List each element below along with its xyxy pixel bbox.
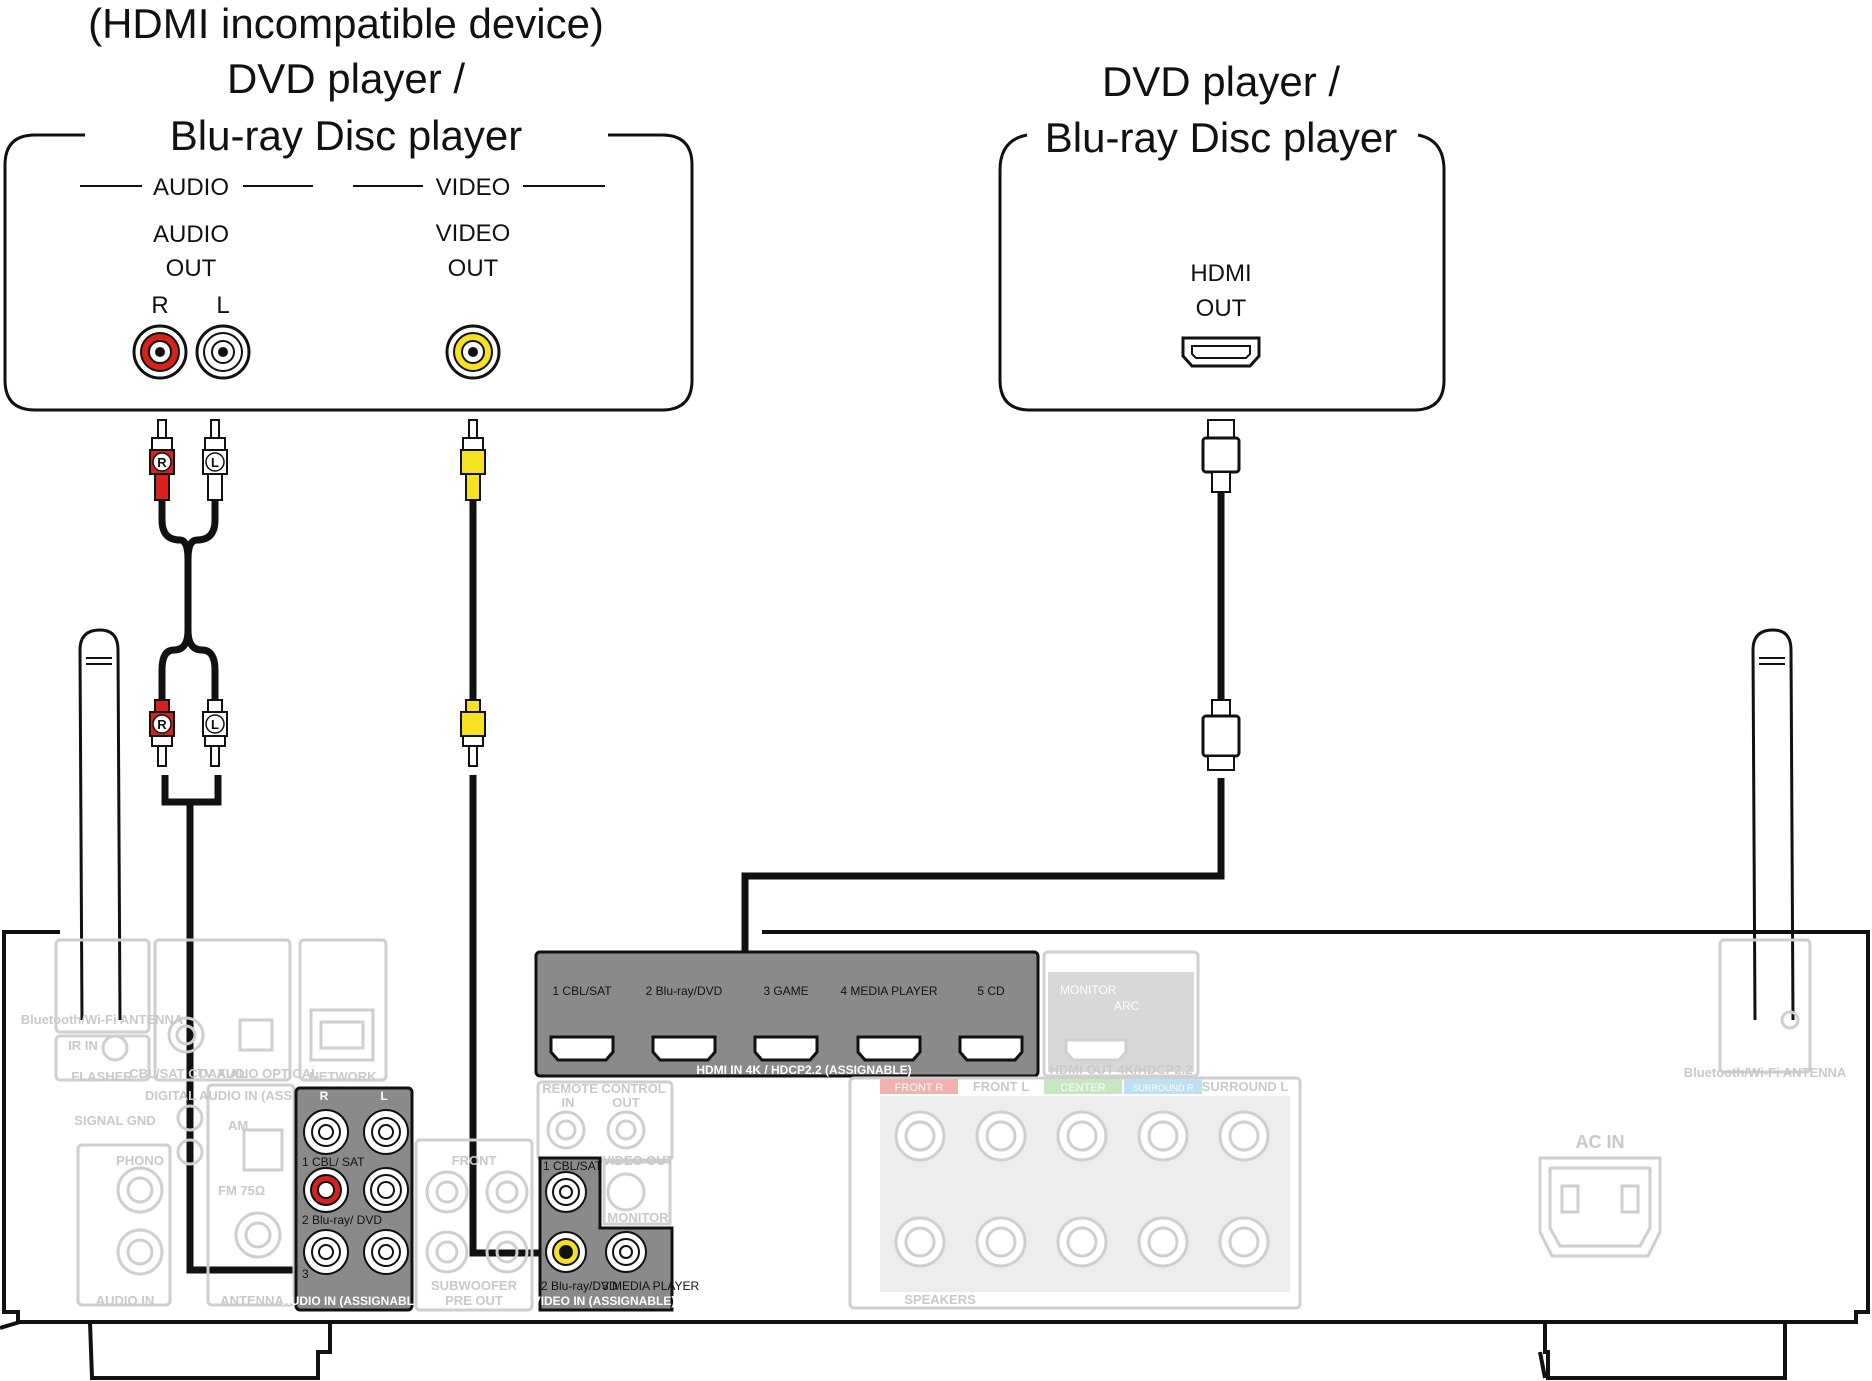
plug-l-label: L (211, 455, 219, 470)
speakers-panel: FRONT R FRONT L CENTER SURROUND R SURROU… (848, 1076, 1302, 1310)
video-in-mp-label: 3 MEDIA PLAYER (602, 1279, 699, 1293)
speakers-front-r-label: FRONT R (895, 1082, 944, 1094)
right-device: DVD player / Blu-ray Disc player HDMI OU… (998, 58, 1446, 412)
video-out-jack (445, 324, 501, 380)
hdmi-out-panel: MONITOR ARC HDMI OUT 4K/HDCP2.2 (1042, 950, 1200, 1078)
video-group-label: VIDEO (436, 174, 511, 201)
audio-plug-l-top: L (202, 419, 228, 501)
audio-row-1-label: 1 CBL/ SAT (302, 1155, 365, 1169)
flasher-label: FLASHER (71, 1069, 133, 1084)
coaxial-label: CBL/SAT COAXIAL (129, 1066, 247, 1081)
speakers-surround-l-label: SURROUND L (1202, 1079, 1289, 1094)
pre-out-label: PRE OUT (445, 1293, 503, 1308)
antenna-right (1751, 628, 1795, 1021)
rc-out-label: OUT (612, 1095, 640, 1110)
hdmi-in-label: HDMI IN 4K / HDCP2.2 (ASSIGNABLE) (696, 1063, 911, 1077)
audio-out-label-1: AUDIO (153, 221, 229, 248)
video-out-label: VIDEO OUT (602, 1153, 674, 1168)
left-device-box (3, 133, 694, 412)
audio-plug-l-bottom: L (202, 699, 228, 767)
speakers-surround-r-label: SURROUND R (1132, 1083, 1194, 1093)
antenna-right-base: Bluetooth/Wi-Fi ANTENNA (1684, 938, 1847, 1080)
l-label: L (216, 292, 229, 319)
foot-left (87, 1320, 332, 1380)
left-device-title-3: Blu-ray Disc player (170, 112, 522, 159)
hdmi-out-port (1181, 336, 1261, 368)
ac-in-label: AC IN (1576, 1132, 1625, 1152)
bt-antenna-right-label: Bluetooth/Wi-Fi ANTENNA (1684, 1065, 1847, 1080)
hdmi-in-2-label: 2 Blu-ray/DVD (646, 984, 723, 998)
audio-in-r-label: R (320, 1089, 329, 1103)
receiver: Bluetooth/Wi-Fi ANTENNA IR IN FLASHER CB… (0, 628, 1870, 1380)
hdmi-in-1-label: 1 CBL/SAT (552, 984, 612, 998)
left-device: (HDMI incompatible device) DVD player / … (3, 0, 694, 412)
hdmi-out-label-2: OUT (1196, 295, 1247, 322)
antenna-left (78, 628, 122, 1021)
foot-right (1543, 1320, 1787, 1380)
video-cable (460, 419, 565, 1257)
rc-in-label: IN (562, 1095, 575, 1110)
hdmi-in-panel: 1 CBL/SAT 2 Blu-ray/DVD 3 GAME 4 MEDIA P… (534, 950, 1040, 1078)
audio-in-label: AUDIO IN (96, 1293, 155, 1308)
video-in-assignable-label: VIDEO IN (ASSIGNABLE) (533, 1294, 676, 1308)
audio-out-r-jack (132, 324, 188, 380)
faint-left-area (54, 938, 388, 1307)
hdmi-out-label: HDMI OUT 4K/HDCP2.2 (1049, 1062, 1192, 1077)
hdmi-out-monitor-label: MONITOR (1060, 983, 1117, 997)
ac-in: AC IN (1538, 1132, 1662, 1258)
plug-r-label-2: R (157, 717, 167, 732)
hdmi-out-arc-label: ARC (1114, 999, 1140, 1013)
pre-out-front-label: FRONT (452, 1153, 497, 1168)
right-device-title-2: Blu-ray Disc player (1045, 114, 1397, 161)
audio-row-2-label: 2 Blu-ray/ DVD (302, 1213, 382, 1227)
ir-in-label: IR IN (68, 1038, 98, 1053)
monitor-label: MONITOR (607, 1210, 669, 1225)
bt-antenna-left-label: Bluetooth/Wi-Fi ANTENNA (21, 1012, 184, 1027)
right-device-title-1: DVD player / (1102, 58, 1340, 105)
audio-plug-r-bottom: R (149, 699, 175, 767)
video-in-bd-label: 2 Blu-ray/DVD (541, 1279, 618, 1293)
speakers-front-l-label: FRONT L (973, 1079, 1029, 1094)
subwoofer-label: SUBWOOFER (431, 1278, 518, 1293)
audio-in-l-label: L (380, 1089, 387, 1103)
video-out-label-2: OUT (448, 255, 499, 282)
plug-l-label-2: L (211, 717, 219, 732)
video-in-assignable-panel: VIDEO OUT MONITOR 1 CBL/SAT 2 Blu-ray/DV… (533, 1153, 699, 1312)
optical-label: TV AUDIO OPTICAL (197, 1066, 319, 1081)
audio-in-assignable-label: AUDIO IN (ASSIGNABLE) (282, 1294, 426, 1308)
hdmi-in-3-label: 3 GAME (763, 984, 808, 998)
right-device-box (998, 133, 1446, 412)
network-label: NETWORK (309, 1069, 377, 1084)
remote-control-panel (536, 1080, 674, 1162)
fm-label: FM 75Ω (218, 1183, 265, 1198)
plug-r-label: R (157, 455, 167, 470)
r-label: R (151, 292, 168, 319)
remote-control-label: REMOTE CONTROL (542, 1081, 666, 1096)
video-out-label-1: VIDEO (436, 220, 511, 247)
audio-out-l-jack (195, 324, 251, 380)
hdmi-out-label-1: HDMI (1190, 260, 1251, 287)
antenna-label: ANTENNA (220, 1293, 284, 1308)
hdmi-in-5-label: 5 CD (977, 984, 1005, 998)
hdmi-in-4-label: 4 MEDIA PLAYER (840, 984, 937, 998)
audio-row-3-label: 3 (302, 1267, 309, 1281)
phono-label: PHONO (116, 1153, 164, 1168)
am-label: AM (228, 1118, 248, 1133)
audio-group-label: AUDIO (153, 174, 229, 201)
video-in-cbl-label: 1 CBL/SAT (543, 1159, 603, 1173)
signal-gnd-label: SIGNAL GND (74, 1113, 155, 1128)
speakers-center-label: CENTER (1060, 1082, 1105, 1094)
left-device-title-1: (HDMI incompatible device) (88, 0, 604, 47)
audio-in-assignable-panel: R L 1 CBL/ SAT 2 Blu-ray/ DVD 3 AUDIO IN… (282, 1086, 426, 1312)
pre-out-panel (414, 1138, 534, 1312)
audio-out-label-2: OUT (166, 255, 217, 282)
audio-plug-r-top: R (149, 419, 175, 501)
speakers-label: SPEAKERS (904, 1292, 976, 1307)
left-device-title-2: DVD player / (227, 55, 465, 102)
